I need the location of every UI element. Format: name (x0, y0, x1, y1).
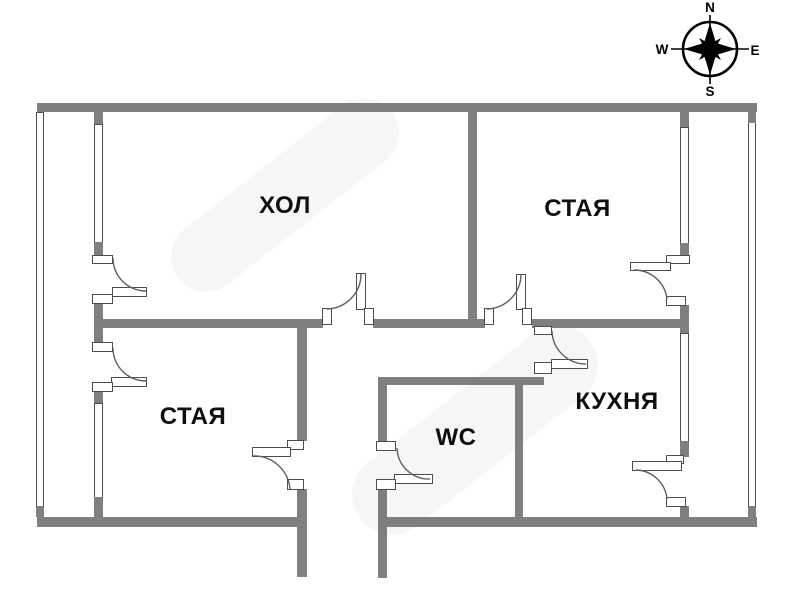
bedroom-bl-door-jamb (287, 440, 304, 450)
bottom-wall-left (37, 517, 298, 527)
right-inner-wall-seg (680, 110, 689, 128)
entry-stub-left (297, 489, 307, 577)
left-inner-wall-seg (94, 497, 103, 518)
middle-wall-seg (532, 319, 688, 328)
bedroom-tr-balcony-door-jamb (666, 296, 686, 306)
wc-left-wall-seg (378, 377, 387, 442)
hall-door-jamb (364, 308, 374, 325)
bedroom-tr-door-arc (486, 274, 522, 310)
middle-wall-seg (373, 319, 485, 328)
hall-balcony-door-arc (112, 257, 147, 292)
bottom-wall-right (387, 517, 757, 527)
bedroom-bl-right-wall-seg (297, 328, 307, 441)
bedroom-bl-balcony-door-arc (112, 347, 147, 382)
compass-letter-s: S (705, 84, 714, 99)
wc-right-wall (515, 385, 523, 517)
room-label-bedroom-bottom-left: СТАЯ (159, 403, 227, 430)
middle-wall-seg (94, 319, 323, 328)
compass-ring (681, 20, 739, 78)
right-glazing-top-stub (748, 112, 756, 123)
kitchen-balcony-door-jamb (666, 497, 686, 507)
hall-balcony-door-leaf (112, 287, 147, 297)
wc-top-wall (378, 377, 544, 385)
right-glazing-bottom-stub (748, 506, 756, 517)
hall-door-arc (326, 273, 362, 310)
kitchen-balcony-door-arc (635, 469, 668, 500)
wc-door-jamb (376, 441, 396, 451)
compass-letter-e: E (750, 43, 759, 58)
bedroom-bl-door-leaf (252, 447, 291, 457)
hall-bedroom-divider-wall (468, 110, 477, 323)
left-inner-wall-seg (94, 391, 103, 405)
top-wall (37, 103, 757, 112)
kitchen-door-arc (551, 330, 587, 365)
bedroom-tr-balcony-door-leaf (630, 262, 671, 271)
right-inner-wall-seg (680, 243, 689, 257)
left-inner-wall-seg (94, 110, 103, 126)
wc-door-arc (396, 447, 431, 480)
bedroom-tr-balcony-door-jamb (666, 255, 690, 264)
room-label-kitchen: КУХНЯ (575, 388, 659, 415)
left-inner-wall-seg (94, 242, 103, 257)
bedroom-bl-balcony-door-jamb (92, 382, 113, 392)
wc-door-jamb (376, 479, 396, 490)
compass-letter-w: W (656, 42, 669, 57)
hall-balcony-door-jamb (92, 294, 113, 304)
left-glazing-bottom-stub (36, 506, 44, 517)
room-label-bedroom-top-right: СТАЯ (544, 195, 611, 222)
right-inner-wall-seg (680, 506, 689, 518)
bedroom-tr-balcony-door-arc (633, 269, 668, 300)
compass-letter-n: N (705, 0, 715, 15)
right-inner-wall-seg (680, 441, 689, 457)
room-label-hall: ХОЛ (259, 192, 311, 219)
entry-stub-right (378, 489, 387, 578)
kitchen-door-jamb (534, 326, 552, 335)
compass-rose: N S W E (656, 0, 760, 99)
bedroom-tr-door-jamb (522, 308, 532, 325)
kitchen-door-jamb (534, 362, 552, 374)
room-label-wc: WC (435, 424, 477, 451)
compass-star-diagonal (699, 38, 721, 60)
bedroom-bl-door-jamb (287, 479, 304, 490)
bedroom-bl-balcony-door-jamb (92, 342, 113, 352)
kitchen-balcony-door-leaf (632, 461, 682, 471)
bedroom-bl-door-arc (252, 455, 291, 490)
